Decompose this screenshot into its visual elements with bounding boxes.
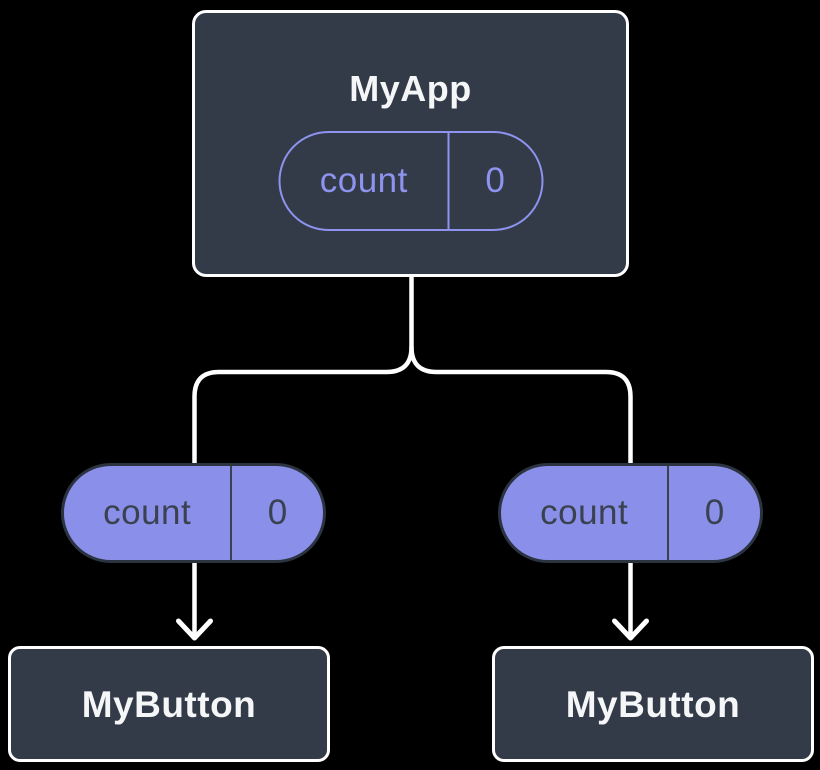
- node-myapp-title: MyApp: [349, 68, 472, 109]
- state-pill: count 0: [278, 131, 543, 231]
- down-arrow-icon: [612, 559, 649, 641]
- state-pill-value: 0: [485, 161, 506, 200]
- right-arrow-chevron: [612, 618, 649, 641]
- left-arrow-chevron: [176, 618, 213, 641]
- root-stem-left-branch-connector: [192, 267, 414, 467]
- prop-pill-value: 0: [704, 493, 725, 532]
- node-myapp: MyApp count 0: [192, 10, 629, 277]
- down-arrow-icon: [176, 560, 213, 641]
- node-mybutton-left: MyButton: [8, 646, 330, 762]
- node-mybutton-title: MyButton: [565, 683, 741, 725]
- prop-pill-label: count: [64, 466, 233, 560]
- prop-pill-left: count 0: [61, 463, 326, 563]
- prop-pill-label: count: [501, 466, 670, 560]
- node-mybutton-title: MyButton: [81, 683, 257, 725]
- right-branch-connector: [409, 344, 633, 467]
- node-mybutton-right: MyButton: [492, 646, 814, 762]
- state-pill-label: count: [280, 133, 450, 229]
- prop-pill-right: count 0: [498, 463, 763, 563]
- prop-pill-value: 0: [267, 493, 288, 532]
